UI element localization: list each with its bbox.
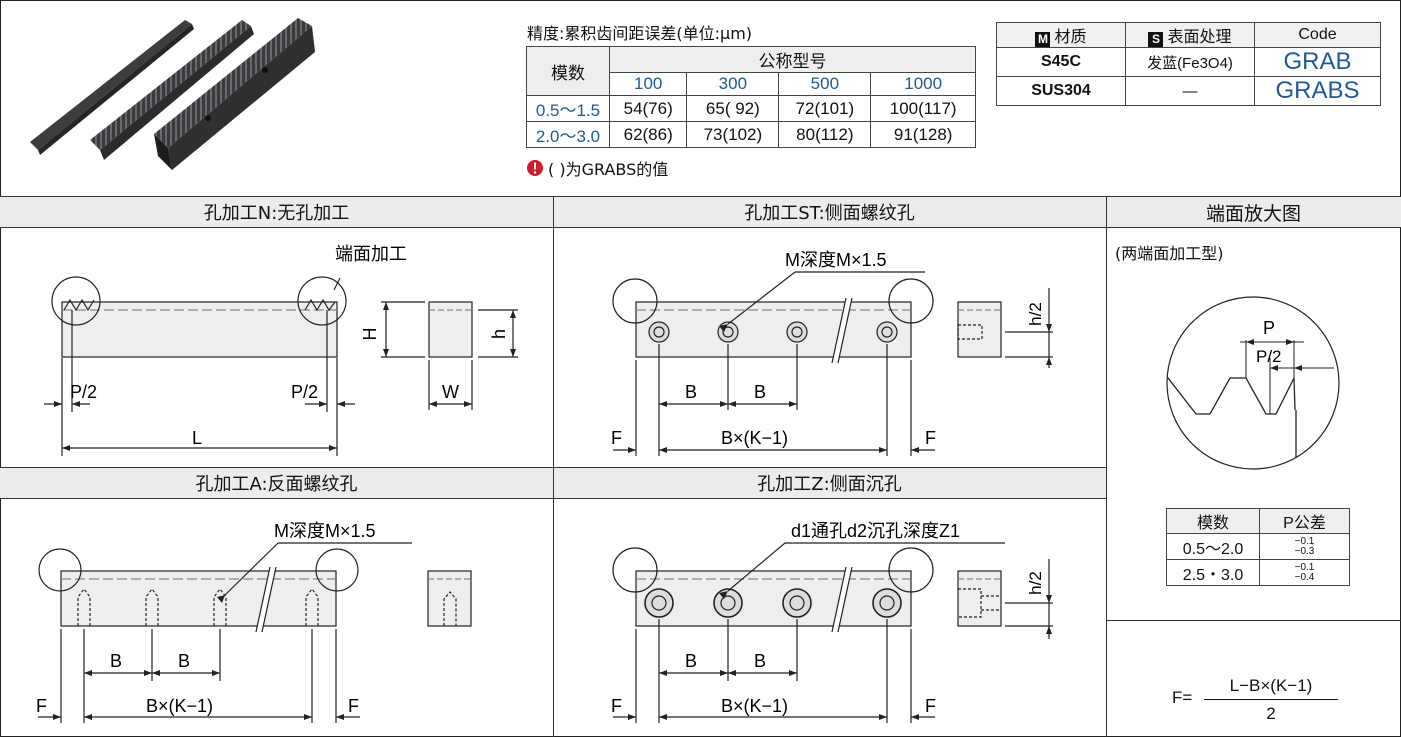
section-bar-top bbox=[0, 196, 1401, 228]
label-m-depth: M深度M×1.5 bbox=[785, 250, 887, 270]
accuracy-cell: 62(86) bbox=[608, 121, 688, 148]
accuracy-note-text: ( )为GRABS的值 bbox=[548, 160, 669, 179]
nominal-1000: 1000 bbox=[870, 72, 976, 96]
label-p-half: P/2 bbox=[1256, 347, 1282, 366]
label-b: B bbox=[685, 382, 697, 402]
accuracy-title: 精度:累积齿间距误差(单位:μm) bbox=[527, 24, 753, 43]
p-tol-header: P公差 bbox=[1259, 508, 1350, 534]
label-b: B bbox=[110, 651, 122, 671]
label-bk: B×(K−1) bbox=[721, 428, 788, 448]
f-formula-lhs: F= bbox=[1172, 688, 1193, 707]
p-tol-value: −0.1−0.4 bbox=[1259, 559, 1350, 586]
label-p-half: P/2 bbox=[291, 382, 318, 402]
label-b: B bbox=[754, 651, 766, 671]
section-title-end: 端面放大图 bbox=[1205, 202, 1301, 225]
nominal-300: 300 bbox=[686, 72, 780, 96]
label-h-upper: H bbox=[360, 328, 380, 341]
accuracy-row-module: 0.5〜1.5 bbox=[526, 95, 610, 122]
label-b: B bbox=[754, 382, 766, 402]
label-f: F bbox=[348, 696, 359, 716]
accuracy-cell: 80(112) bbox=[778, 121, 872, 148]
nominal-100: 100 bbox=[608, 72, 688, 96]
material-badge: M bbox=[1035, 32, 1051, 47]
material-value: S45C bbox=[996, 47, 1126, 77]
code-value: GRABS bbox=[1254, 76, 1381, 106]
label-z-callout: d1通孔d2沉孔深度Z1 bbox=[791, 521, 960, 541]
both-end-label: (两端面加工型) bbox=[1115, 244, 1224, 263]
nominal-header: 公称型号 bbox=[609, 46, 976, 73]
label-h-half: h/2 bbox=[1026, 571, 1045, 595]
p-module-value: 2.5・3.0 bbox=[1166, 559, 1260, 586]
accuracy-table: 模数 公称型号 100 300 500 1000 0.5〜1.5 54(76) … bbox=[526, 46, 976, 148]
divider bbox=[1106, 196, 1107, 737]
accuracy-cell: 72(101) bbox=[778, 95, 872, 122]
accuracy-cell: 100(117) bbox=[870, 95, 976, 122]
accuracy-note: ( )为GRABS的值 bbox=[526, 156, 668, 180]
label-m-depth: M深度M×1.5 bbox=[274, 521, 376, 541]
f-formula-denominator: 2 bbox=[1266, 704, 1276, 723]
label-l: L bbox=[192, 428, 202, 448]
label-f: F bbox=[925, 428, 936, 448]
drawing-st: M深度M×1.5 B B F F B×(K−1) h/2 bbox=[611, 250, 1053, 456]
section-title-st: 孔加工ST:侧面螺纹孔 bbox=[744, 203, 915, 224]
section-title-z: 孔加工Z:侧面沉孔 bbox=[757, 474, 902, 495]
drawing-n: 端面加工 P/2 P/2 L H h W bbox=[44, 244, 518, 456]
surface-value: — bbox=[1125, 76, 1255, 106]
drawing-a: M深度M×1.5 B B F F B×(K−1) bbox=[36, 521, 472, 723]
f-formula-bar bbox=[1204, 699, 1338, 700]
warning-icon bbox=[527, 160, 543, 176]
label-b: B bbox=[178, 651, 190, 671]
divider bbox=[553, 196, 554, 737]
p-module-header: 模数 bbox=[1166, 508, 1260, 534]
label-f: F bbox=[925, 696, 936, 716]
surface-badge: S bbox=[1148, 32, 1164, 47]
label-bk: B×(K−1) bbox=[146, 696, 213, 716]
drawing-z: d1通孔d2沉孔深度Z1 B B F F B×(K−1) h/2 bbox=[611, 521, 1053, 723]
surface-value: 发蓝(Fe3O4) bbox=[1125, 47, 1255, 77]
label-b: B bbox=[685, 651, 697, 671]
label-bk: B×(K−1) bbox=[721, 696, 788, 716]
nominal-500: 500 bbox=[778, 72, 872, 96]
module-header: 模数 bbox=[526, 46, 610, 96]
accuracy-row-module: 2.0〜3.0 bbox=[526, 121, 610, 148]
label-p: P bbox=[1263, 318, 1275, 338]
code-header: Code bbox=[1254, 22, 1381, 48]
label-w: W bbox=[442, 382, 459, 402]
end-face-drawing: P P/2 bbox=[1166, 296, 1340, 470]
label-p-half: P/2 bbox=[70, 382, 97, 402]
p-tolerance-table: 模数 P公差 0.5〜2.0 −0.1−0.3 2.5・3.0 −0.1−0.4 bbox=[1166, 508, 1350, 586]
f-formula-numerator: L−B×(K−1) bbox=[1229, 676, 1313, 695]
label-end-machining: 端面加工 bbox=[335, 244, 407, 264]
label-h-lower: h bbox=[489, 329, 509, 339]
product-photo bbox=[30, 18, 315, 170]
label-f: F bbox=[611, 696, 622, 716]
accuracy-cell: 54(76) bbox=[608, 95, 688, 122]
accuracy-cell: 73(102) bbox=[686, 121, 780, 148]
label-h-half: h/2 bbox=[1026, 302, 1045, 326]
section-title-a: 孔加工A:反面螺纹孔 bbox=[195, 474, 358, 495]
label-f: F bbox=[36, 696, 47, 716]
accuracy-cell: 91(128) bbox=[870, 121, 976, 148]
section-title-n: 孔加工N:无孔加工 bbox=[203, 203, 350, 224]
p-module-value: 0.5〜2.0 bbox=[1166, 533, 1260, 560]
accuracy-cell: 65( 92) bbox=[686, 95, 780, 122]
material-value: SUS304 bbox=[996, 76, 1126, 106]
code-value: GRAB bbox=[1254, 47, 1381, 77]
divider bbox=[1106, 620, 1401, 621]
label-f: F bbox=[611, 428, 622, 448]
p-tol-value: −0.1−0.3 bbox=[1259, 533, 1350, 560]
